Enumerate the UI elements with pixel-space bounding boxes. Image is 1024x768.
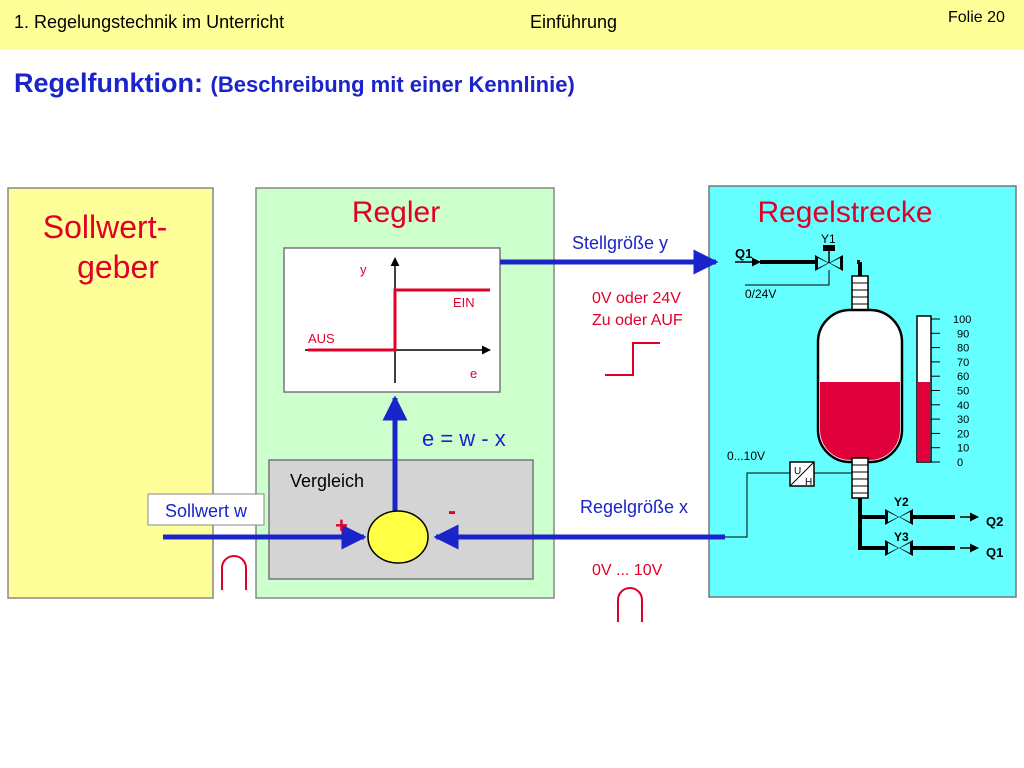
gauge-scale-label: 60 <box>957 371 969 383</box>
sollwert-box: Sollwert w <box>147 493 265 526</box>
tank <box>816 275 904 499</box>
valve-y3: Y3 <box>885 530 913 556</box>
gauge-scale-label: 100 <box>953 314 971 326</box>
converter-u: U <box>794 466 801 477</box>
characteristic-curve: y e EIN AUS <box>283 247 501 393</box>
minus-sign: - <box>448 498 456 525</box>
aus-label: AUS <box>308 331 335 346</box>
sum-point <box>367 510 429 564</box>
gauge-scale-label: 40 <box>957 400 969 412</box>
regel-values-label: 0V ... 10V <box>592 562 663 579</box>
q2-out-label: Q2 <box>986 514 1003 529</box>
gauge-fill <box>918 382 930 461</box>
tank-liquid <box>820 382 900 460</box>
valve-y2: Y2 <box>885 495 913 525</box>
regelstrecke-label: Regelstrecke <box>757 196 932 229</box>
q1-in-label: Q1 <box>735 246 752 261</box>
ein-label: EIN <box>453 295 475 310</box>
gauge-scale-label: 90 <box>957 328 969 340</box>
title-sub: (Beschreibung mit einer Kennlinie) <box>210 72 575 97</box>
equation-label: e = w - x <box>422 426 506 451</box>
pulse-signal-icon <box>221 555 247 590</box>
y-axis-label: y <box>360 262 367 277</box>
gauge-scale-label: 30 <box>957 414 969 426</box>
gauge-scale-label: 50 <box>957 386 969 398</box>
plus-sign: + <box>335 513 348 538</box>
step-signal-icon <box>605 342 660 376</box>
sollwert-label: Sollwert w <box>165 501 248 521</box>
topic-title: Einführung <box>530 12 618 32</box>
gauge-scale-label: 10 <box>957 443 969 455</box>
q1-out-label: Q1 <box>986 545 1003 560</box>
valve-y1: Y1 <box>815 232 843 271</box>
switching-curve <box>308 288 490 352</box>
section-title: 1. Regelungstechnik im Unterricht <box>14 12 285 32</box>
e-axis-label: e <box>470 366 477 381</box>
level-sensor: 0...10V U H <box>725 449 852 538</box>
inlet-piping: Q1 0/24V <box>735 246 862 301</box>
vergleich-label: Vergleich <box>290 471 364 491</box>
gauge-scale-label: 70 <box>957 357 969 369</box>
stellgroesse-label: Stellgröße y <box>572 233 668 253</box>
regelgroesse-label: Regelgröße x <box>580 497 688 517</box>
regler-label: Regler <box>352 196 440 229</box>
slide-title: Regelfunktion: (Beschreibung mit einer K… <box>14 68 575 99</box>
y2-label: Y2 <box>894 495 909 509</box>
pulse-signal-icon <box>617 587 643 622</box>
sensor-range-label: 0...10V <box>727 449 765 463</box>
stell-states-label: Zu oder AUF <box>592 312 683 329</box>
sollwertgeber-block: Sollwert- geber <box>7 187 214 599</box>
signal-lines <box>163 249 725 550</box>
gauge-scale-label: 0 <box>957 457 963 469</box>
sollwertgeber-label-2: geber <box>77 249 159 285</box>
outlet-piping: Q2 Q1 <box>858 498 1003 560</box>
stell-values-label: 0V oder 24V <box>592 290 681 307</box>
header-bar: 1. Regelungstechnik im Unterricht Einfüh… <box>0 0 1024 50</box>
gauge-scale-label: 80 <box>957 343 969 355</box>
y1-label: Y1 <box>821 232 836 246</box>
gauge-scale-label: 20 <box>957 428 969 440</box>
sollwertgeber-label-1: Sollwert- <box>43 209 167 245</box>
y3-label: Y3 <box>894 530 909 544</box>
voltage-in-label: 0/24V <box>745 287 776 301</box>
converter-h: H <box>805 477 812 488</box>
title-main: Regelfunktion: <box>14 68 203 98</box>
slide-number: Folie 20 <box>948 9 1005 26</box>
